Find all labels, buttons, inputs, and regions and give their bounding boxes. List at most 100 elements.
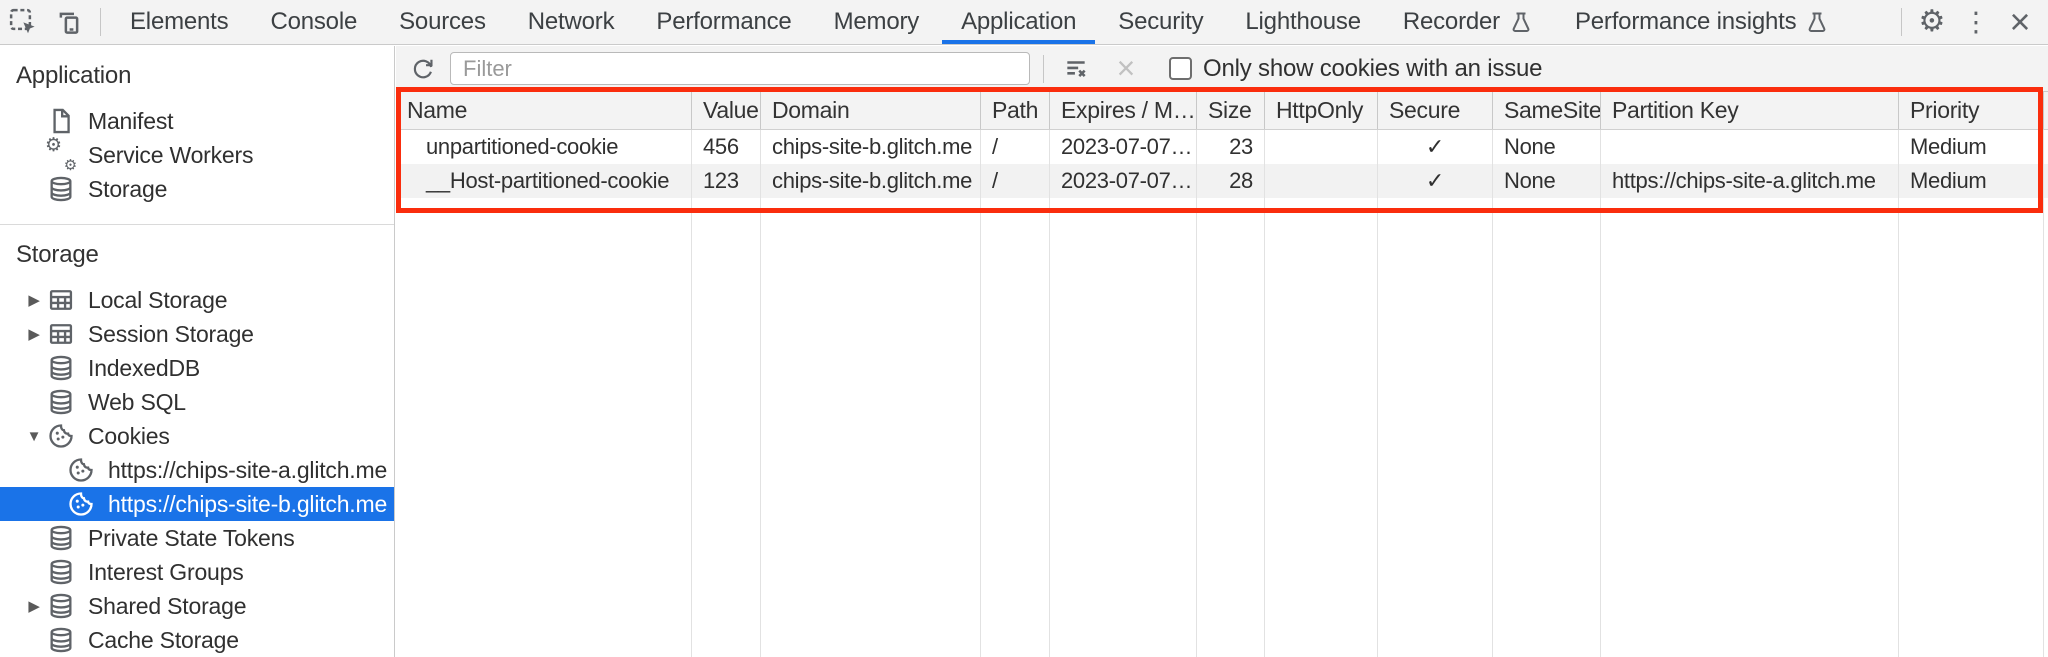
- chevron-right-icon[interactable]: ▶: [28, 598, 40, 615]
- refresh-icon[interactable]: [404, 50, 442, 88]
- cell-partition-key: [1601, 130, 1899, 164]
- column-header-priority[interactable]: Priority: [1899, 92, 2044, 129]
- grid-filler-column: [1378, 198, 1493, 657]
- cell-secure: ✓: [1378, 164, 1493, 198]
- kebab-menu-icon[interactable]: ⋮: [1962, 6, 1990, 37]
- chevron-down-icon[interactable]: ▼: [26, 427, 42, 445]
- cell-size: 28: [1197, 164, 1265, 198]
- tab-console[interactable]: Console: [249, 0, 378, 44]
- tab-label: Recorder: [1402, 8, 1500, 35]
- cell-secure: ✓: [1378, 130, 1493, 164]
- cell-path: /: [981, 164, 1050, 198]
- sidebar-item-label: https://chips-site-b.glitch.me: [108, 490, 388, 517]
- tab-bar-right-controls: ⚙ ⋮ ×: [1893, 0, 2048, 44]
- column-header-path[interactable]: Path: [981, 92, 1050, 129]
- sidebar-item-label: Web SQL: [88, 388, 186, 415]
- sidebar-item-cookies[interactable]: ▼Cookies: [0, 419, 394, 453]
- tab-performance[interactable]: Performance: [635, 0, 812, 44]
- column-header-size[interactable]: Size: [1197, 92, 1265, 129]
- cell-samesite: None: [1493, 130, 1601, 164]
- column-header-partition-key[interactable]: Partition Key: [1601, 92, 1899, 129]
- tab-lighthouse[interactable]: Lighthouse: [1224, 0, 1381, 44]
- tab-label: Performance insights: [1574, 8, 1797, 35]
- grid-filler-column: [1197, 198, 1265, 657]
- filter-input[interactable]: [450, 52, 1030, 85]
- inspect-icon[interactable]: [0, 0, 46, 44]
- cell-path: /: [981, 130, 1050, 164]
- database-icon: [46, 387, 76, 417]
- tab-security[interactable]: Security: [1097, 0, 1224, 44]
- chevron-right-icon[interactable]: ▶: [28, 292, 40, 309]
- sidebar-item-interest-groups[interactable]: Interest Groups: [0, 555, 394, 589]
- cell-priority: Medium: [1899, 164, 2044, 198]
- gear-icon[interactable]: ⚙: [1918, 5, 1946, 38]
- tab-recorder[interactable]: Recorder: [1382, 0, 1554, 44]
- sidebar-item-label: https://chips-site-a.glitch.me: [108, 456, 388, 483]
- tab-application[interactable]: Application: [940, 0, 1097, 44]
- column-header-value[interactable]: Value: [692, 92, 761, 129]
- file-icon: [46, 106, 76, 136]
- sidebar-item-private-state-tokens[interactable]: Private State Tokens: [0, 521, 394, 555]
- tab-strip: Elements Console Sources Network Performance…: [109, 0, 1850, 44]
- sidebar-item-https-chips-site-a-glitch-me[interactable]: https://chips-site-a.glitch.me: [0, 453, 394, 487]
- sidebar-item-indexeddb[interactable]: IndexedDB: [0, 351, 394, 385]
- database-icon: [46, 625, 76, 655]
- column-header-secure[interactable]: Secure: [1378, 92, 1493, 129]
- sidebar-item-shared-storage[interactable]: ▶Shared Storage: [0, 589, 394, 623]
- database-icon: [46, 557, 76, 587]
- tab-label: Elements: [130, 8, 229, 35]
- sidebar-item-cache-storage[interactable]: Cache Storage: [0, 623, 394, 657]
- sidebar-item-local-storage[interactable]: ▶Local Storage: [0, 283, 394, 317]
- tab-label: Application: [961, 8, 1077, 35]
- cell-expires-m: 2023-07-07…: [1050, 164, 1197, 198]
- tab-label: Sources: [399, 8, 486, 35]
- sidebar-item-manifest[interactable]: Manifest: [0, 104, 394, 138]
- flask-icon: [1509, 10, 1533, 34]
- grid-filler-column: [981, 198, 1050, 657]
- sidebar-item-label: Interest Groups: [88, 558, 244, 585]
- only-show-issues-label[interactable]: Only show cookies with an issue: [1203, 54, 1543, 82]
- column-header-expires-m[interactable]: Expires / M…: [1050, 92, 1197, 129]
- table-icon: [46, 319, 76, 349]
- sidebar-item-session-storage[interactable]: ▶Session Storage: [0, 317, 394, 351]
- grid-filler-column: [761, 198, 981, 657]
- sidebar-item-service-workers[interactable]: ⚙⚙Service Workers: [0, 136, 394, 173]
- flask-icon: [1805, 10, 1829, 34]
- cell-httponly: [1265, 164, 1378, 198]
- sidebar-item-storage[interactable]: Storage: [0, 172, 394, 206]
- close-icon[interactable]: ×: [2009, 1, 2031, 42]
- chevron-right-icon[interactable]: ▶: [28, 326, 40, 343]
- database-icon: [46, 523, 76, 553]
- toolbar-divider: [1043, 54, 1044, 83]
- column-header-samesite[interactable]: SameSite: [1493, 92, 1601, 129]
- clear-filter-icon[interactable]: [1057, 50, 1095, 88]
- delete-selected-icon[interactable]: ×: [1116, 50, 1136, 86]
- tab-network[interactable]: Network: [507, 0, 636, 44]
- cell-partition-key: https://chips-site-a.glitch.me: [1601, 164, 1899, 198]
- tab-memory[interactable]: Memory: [813, 0, 940, 44]
- sidebar-item-web-sql[interactable]: Web SQL: [0, 385, 394, 419]
- column-header-httponly[interactable]: HttpOnly: [1265, 92, 1378, 129]
- grid-filler-column: [692, 198, 761, 657]
- tab-performance-insights[interactable]: Performance insights: [1554, 0, 1850, 44]
- column-header-domain[interactable]: Domain: [761, 92, 981, 129]
- tab-label: Performance: [656, 8, 792, 35]
- column-header-name[interactable]: Name: [396, 92, 692, 129]
- cell-name: unpartitioned-cookie: [396, 130, 692, 164]
- only-show-issues-checkbox[interactable]: [1169, 57, 1192, 80]
- cell-size: 23: [1197, 130, 1265, 164]
- table-icon: [46, 285, 76, 315]
- sidebar-item-label: Manifest: [88, 107, 174, 134]
- cell-domain: chips-site-b.glitch.me: [761, 164, 981, 198]
- sidebar-item-https-chips-site-b-glitch-me[interactable]: https://chips-site-b.glitch.me: [0, 487, 394, 521]
- tab-elements[interactable]: Elements: [109, 0, 249, 44]
- cookies-panel: × Only show cookies with an issue NameVa…: [396, 46, 2048, 657]
- toolbar-divider: [100, 8, 101, 36]
- tab-sources[interactable]: Sources: [378, 0, 507, 44]
- sidebar-item-label: Private State Tokens: [88, 524, 295, 551]
- cell-samesite: None: [1493, 164, 1601, 198]
- device-toolbar-icon[interactable]: [46, 0, 92, 44]
